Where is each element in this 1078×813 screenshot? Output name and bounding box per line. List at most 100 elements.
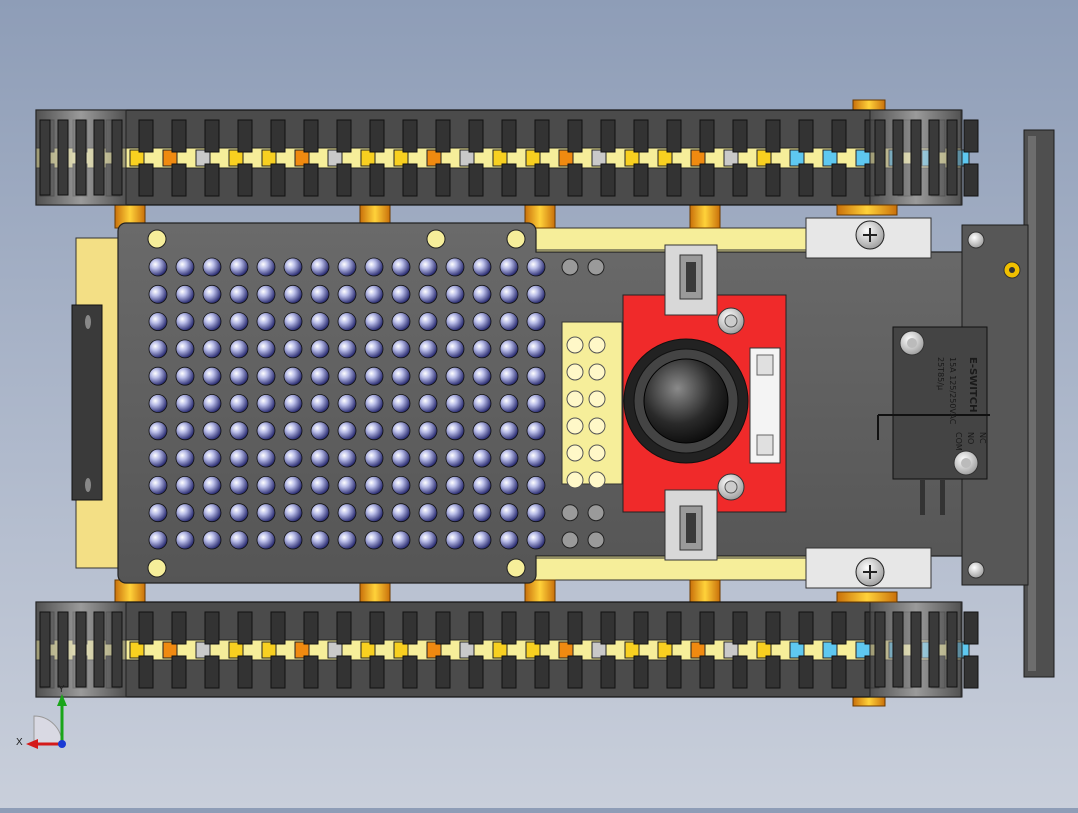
track-slot	[963, 655, 979, 689]
vent-hole	[256, 530, 276, 550]
track-insert	[261, 149, 277, 167]
track-insert	[525, 641, 541, 659]
vent-hole	[418, 475, 438, 495]
vent-hole	[283, 257, 303, 277]
track-slot	[435, 611, 451, 645]
vent-hole	[256, 366, 276, 386]
track-slot	[732, 655, 748, 689]
vent-hole	[283, 366, 303, 386]
vent-hole	[148, 503, 168, 523]
vent-hole	[418, 530, 438, 550]
perforated-plate	[117, 222, 1001, 584]
track-slot	[303, 655, 319, 689]
track-slot	[534, 611, 550, 645]
vent-hole	[418, 366, 438, 386]
vent-hole	[310, 284, 330, 304]
panel-hole	[588, 336, 606, 354]
wheel-slot	[946, 611, 958, 688]
track-insert	[690, 641, 706, 659]
track-insert	[657, 149, 673, 167]
track-insert	[426, 641, 442, 659]
vent-hole	[310, 257, 330, 277]
vent-hole	[202, 257, 222, 277]
knob-icon[interactable]	[643, 358, 729, 444]
vent-hole	[175, 257, 195, 277]
panel-hole	[588, 417, 606, 435]
vent-hole	[472, 284, 492, 304]
vent-hole	[391, 284, 411, 304]
vent-hole	[526, 312, 546, 332]
track-insert	[624, 641, 640, 659]
track-slot	[435, 119, 451, 153]
x-axis-label: X	[16, 737, 23, 748]
vent-hole	[229, 366, 249, 386]
track-slot	[237, 655, 253, 689]
track-insert-blue	[789, 149, 805, 167]
track-slot	[336, 119, 352, 153]
track-insert	[228, 641, 244, 659]
vent-hole	[202, 448, 222, 468]
track-insert	[723, 641, 739, 659]
panel-hole	[588, 390, 606, 408]
track-slot	[402, 119, 418, 153]
vent-hole	[202, 530, 222, 550]
vent-hole	[499, 312, 519, 332]
track-insert	[459, 149, 475, 167]
vent-hole	[175, 284, 195, 304]
vent-hole	[526, 284, 546, 304]
vent-hole	[499, 394, 519, 413]
track-slot	[534, 119, 550, 153]
track-slot	[765, 655, 781, 689]
vent-hole	[499, 475, 519, 495]
panel-hole	[566, 417, 584, 435]
track-slot	[270, 119, 286, 153]
vent-hole	[499, 530, 519, 550]
vent-hole	[364, 366, 384, 386]
track-insert-blue	[822, 149, 838, 167]
track-slot	[270, 611, 286, 645]
track-slot	[699, 655, 715, 689]
vent-hole	[418, 503, 438, 523]
track-slot	[468, 611, 484, 645]
track-slot	[765, 119, 781, 153]
track-slot	[798, 163, 814, 197]
vent-hole	[445, 530, 465, 550]
vent-hole	[283, 312, 303, 332]
vent-hole	[310, 421, 330, 441]
vent-hole	[337, 312, 357, 332]
microswitch: E-SWITCH 15A 125/250VAC 25T85/μ NC NO CO…	[877, 326, 990, 515]
vent-hole	[148, 284, 168, 304]
track-slot	[699, 163, 715, 197]
track-insert	[195, 149, 211, 167]
axis-triad[interactable]: X Y	[16, 684, 67, 749]
vent-hole	[175, 394, 195, 413]
track-slot	[633, 163, 649, 197]
track-slot	[600, 163, 616, 197]
vent-hole	[418, 448, 438, 468]
vent-hole-grey	[587, 258, 605, 276]
track-slot	[237, 163, 253, 197]
track-insert	[162, 641, 178, 659]
track-slot	[633, 119, 649, 153]
track-insert	[756, 641, 772, 659]
track-slot	[303, 119, 319, 153]
wheel-slot	[910, 119, 922, 196]
track-slot	[336, 611, 352, 645]
ventilation-holes	[148, 257, 605, 550]
vent-hole	[148, 394, 168, 413]
vent-hole	[310, 503, 330, 523]
vent-hole	[364, 448, 384, 468]
vent-hole	[256, 475, 276, 495]
track-top	[35, 109, 979, 206]
track-slot	[237, 611, 253, 645]
vent-hole	[499, 339, 519, 359]
wheel-slot	[57, 611, 69, 688]
panel-hole	[566, 444, 584, 462]
panel-hole	[566, 336, 584, 354]
vent-hole	[391, 475, 411, 495]
vent-hole	[202, 421, 222, 441]
track-slot	[237, 119, 253, 153]
vent-hole	[499, 366, 519, 386]
